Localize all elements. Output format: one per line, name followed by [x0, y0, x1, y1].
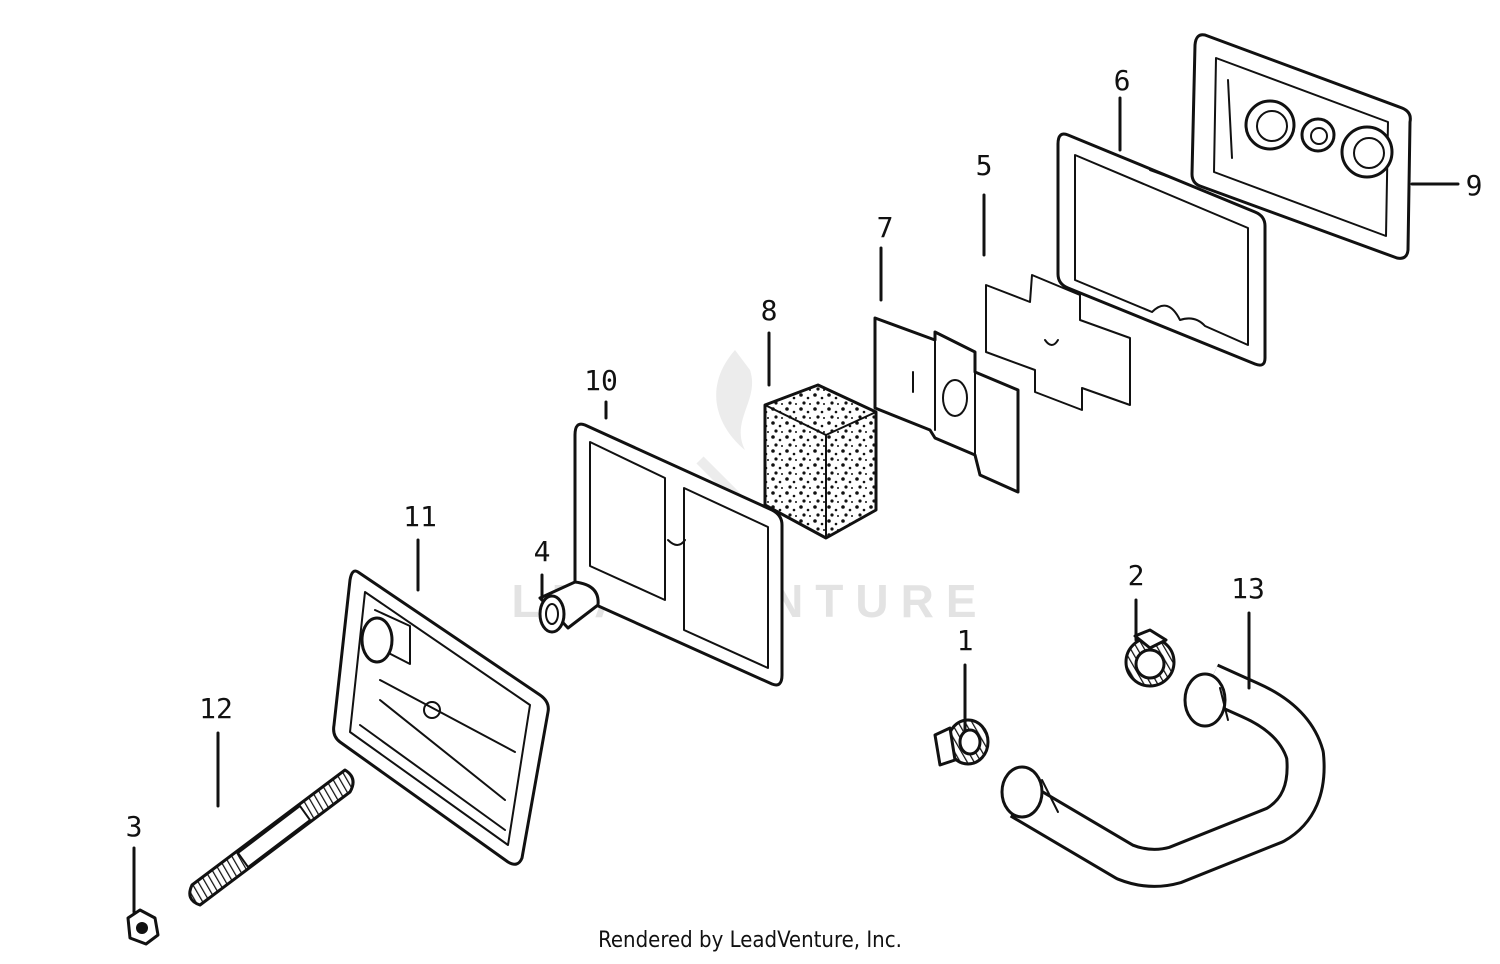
render-credit: Rendered by LeadVenture, Inc. — [598, 928, 902, 953]
callout-10: 10 — [584, 364, 618, 397]
part-5-cross-gasket — [985, 274, 1131, 411]
part-6-gasket — [1056, 132, 1267, 367]
callout-4: 4 — [534, 535, 551, 568]
part-4-spacer — [538, 580, 600, 634]
part-7-bracket — [873, 316, 1020, 494]
callout-13: 13 — [1231, 572, 1265, 605]
callout-6: 6 — [1114, 64, 1131, 97]
part-9-cover — [1190, 33, 1412, 260]
part-3-nut — [126, 908, 160, 946]
callout-9: 9 — [1466, 169, 1483, 202]
callouts: 1 2 3 4 5 6 7 8 9 10 11 12 13 — [126, 64, 1483, 843]
leader-lines — [132, 96, 1460, 914]
part-2-clamp — [1124, 628, 1176, 688]
callout-1: 1 — [957, 624, 974, 657]
callout-3: 3 — [126, 810, 143, 843]
part-12-stud — [188, 768, 355, 907]
callout-11: 11 — [403, 500, 437, 533]
callout-8: 8 — [761, 294, 778, 327]
callout-12: 12 — [199, 692, 233, 725]
part-8-foam-element — [763, 383, 878, 540]
part-1-clamp — [933, 718, 990, 767]
callout-2: 2 — [1128, 559, 1145, 592]
part-11-base — [332, 569, 550, 866]
callout-7: 7 — [877, 211, 894, 244]
callout-5: 5 — [976, 149, 993, 182]
part-13-hose — [1000, 663, 1326, 888]
part-10-gasket — [573, 422, 784, 687]
